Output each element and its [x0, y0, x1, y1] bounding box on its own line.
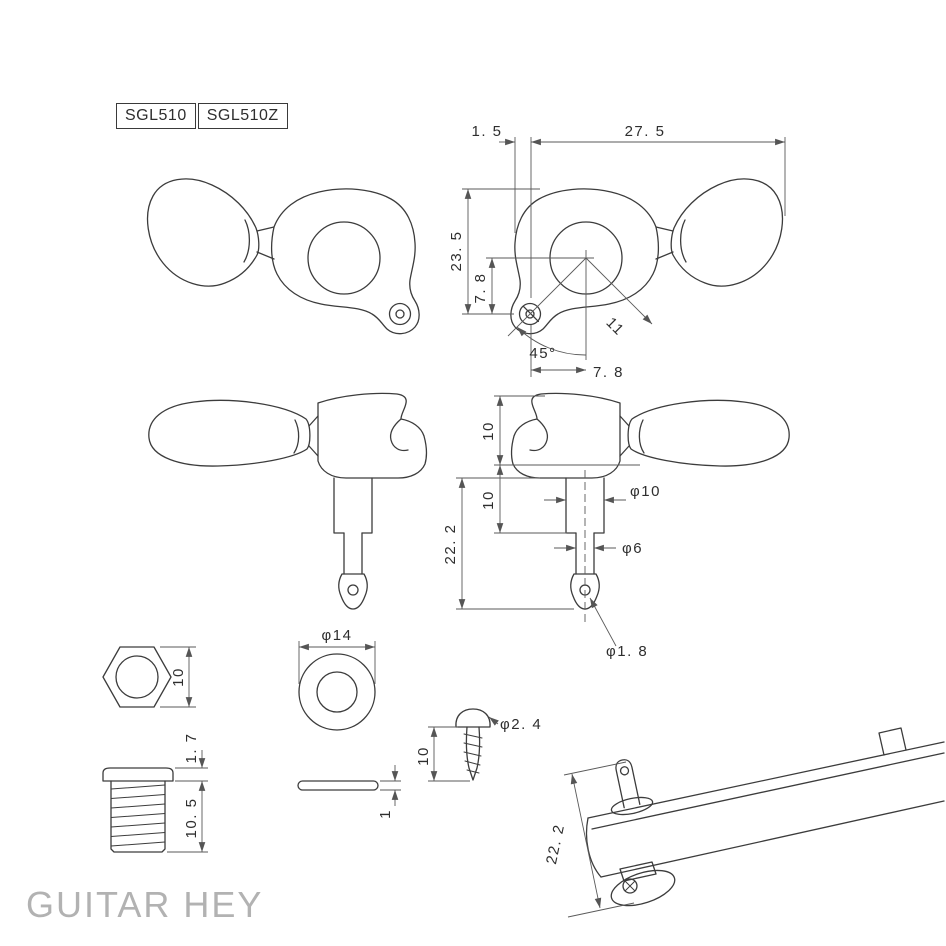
button-screw-cross — [624, 880, 636, 892]
dim-washer-thickness-label: 1 — [377, 809, 394, 819]
dim-washer-dia-label: φ14 — [322, 627, 353, 644]
hex-nut: 10 — [102, 646, 196, 708]
installed-bushing-ring — [610, 796, 654, 816]
headstock-left-end — [585, 817, 602, 878]
screw-head — [455, 708, 491, 728]
side-view-right — [510, 392, 790, 610]
front-view-right — [510, 178, 784, 335]
ext-install-bottom — [567, 902, 635, 918]
ext-install-top — [563, 761, 627, 776]
screw-threads — [463, 733, 483, 774]
headstock-chamfer-line — [591, 752, 945, 830]
dim-front-offset-label: 1. 5 — [471, 123, 502, 140]
dim-side-upper-label: 10 — [480, 421, 497, 441]
dim-front-diagonal-label: 11 — [603, 314, 628, 339]
threaded-bushing: 1. 7 10. 5 — [102, 732, 208, 853]
angle-arc — [516, 326, 587, 356]
mounting-screw: φ2. 4 10 — [415, 708, 542, 782]
headstock-bottom-surface — [600, 800, 945, 878]
post-string-hole — [619, 766, 630, 776]
diagonal-to-ear — [507, 257, 587, 337]
bushing-threads — [110, 784, 166, 847]
dim-front-angle-label: 45° — [529, 345, 556, 362]
hex-nut-outline — [102, 646, 172, 708]
front-dimensions: 1. 5 27. 5 23. 5 7. 8 7. 8 45° 11 — [448, 123, 786, 381]
side-dimensions: 10 10 22. 2 φ10 φ6 φ1. 8 — [442, 395, 661, 660]
dim-side-post-dia-label: φ10 — [630, 483, 661, 500]
side-view-left — [148, 392, 428, 610]
dim-nut-label: 10 — [170, 667, 187, 687]
dim-side-post-length-label: 22. 2 — [442, 524, 459, 565]
front-view-left — [146, 178, 420, 335]
bushing-body — [110, 780, 166, 853]
model-label-sgl510: SGL510 — [116, 103, 196, 129]
dim-front-drop-label: 7. 8 — [472, 272, 489, 303]
washer-inner-circle — [316, 671, 358, 713]
washer-side-outline — [297, 780, 379, 791]
model-label-sgl510z: SGL510Z — [197, 103, 288, 129]
dim-install-depth-label: 22. 2 — [543, 822, 568, 866]
dim-bushing-length-label: 10. 5 — [183, 798, 200, 839]
leader-screw-dia — [488, 716, 499, 726]
dim-side-hole-dia-label: φ1. 8 — [606, 643, 648, 660]
model-labels: SGL510 SGL510Z — [116, 103, 288, 129]
post-above-surface — [615, 759, 641, 809]
dim-front-width-label: 27. 5 — [625, 123, 666, 140]
headstock-top-surface — [587, 741, 945, 819]
dim-screw-dia-label: φ2. 4 — [500, 716, 542, 733]
dim-side-lower-label: 10 — [480, 490, 497, 510]
dim-line-install-depth — [570, 773, 602, 909]
washer-front: φ14 — [298, 627, 376, 731]
washer-side: 1 — [297, 765, 401, 819]
leader-string-hole — [589, 597, 617, 647]
dim-side-shaft-dia-label: φ6 — [622, 540, 643, 557]
dim-line-diagonal — [585, 257, 653, 325]
installed-post — [615, 759, 641, 809]
dim-front-bottom-offset-label: 7. 8 — [593, 364, 624, 381]
bushing-flange — [102, 767, 174, 782]
dim-bushing-flange-label: 1. 7 — [183, 732, 200, 763]
string-nut-step — [878, 727, 907, 756]
dim-screw-length-label: 10 — [415, 746, 432, 766]
washer-outer-circle — [298, 653, 376, 731]
button-screw-head — [622, 878, 638, 894]
installed-button — [610, 869, 676, 907]
hex-nut-bore — [115, 655, 159, 699]
watermark: GUITAR HEY — [26, 884, 264, 925]
headstock-install: 22. 2 — [543, 727, 945, 918]
dim-front-height-label: 23. 5 — [448, 231, 465, 272]
ear-screw-slot — [522, 305, 540, 323]
screw-shank — [465, 726, 481, 781]
housing-below-surface — [619, 861, 657, 882]
